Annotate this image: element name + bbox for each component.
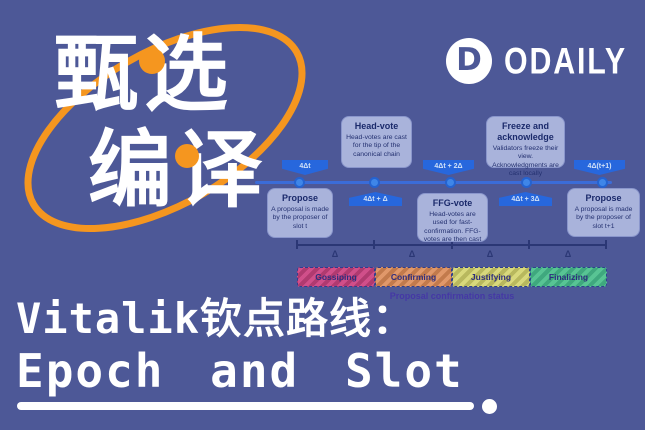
event-body: Head-votes are used for fast-confirmatio… [423,210,482,244]
timeline-node [597,177,608,188]
headline-line1: Vitalik钦点路线： [16,294,416,343]
badge-text-line1: 甄选 [54,25,235,123]
ruler-tick [451,240,453,249]
event-body: Validators freeze their view. Acknowledg… [492,144,559,178]
ruler-tick [296,240,298,249]
status-bar-gossiping: Gossiping [297,267,375,287]
badge-text-line2: 编译 [88,121,269,219]
odaily-wordmark: ODAILY [504,39,627,82]
headline-line2: Epoch and Slot [16,344,464,398]
event-box-freeze: Freeze and acknowledge Validators freeze… [486,116,565,177]
event-box-ffg-vote: FFG-vote Head-votes are used for fast-co… [417,193,488,244]
ruler-tick [528,240,530,249]
status-bar-label: Confirming [390,272,437,282]
interval-delta-label: Δ [331,249,339,259]
event-title: FFG-vote [432,198,473,208]
timeline-node [294,177,305,188]
time-label-head-vote: 4Δt + Δ [349,192,402,206]
status-bar-label: Gossiping [315,272,357,282]
status-bar-finalizing: Finalizing [530,267,607,287]
status-bar-label: Finalizing [548,272,589,282]
event-box-head-vote: Head-vote Head-votes are cast for the ti… [341,116,412,168]
time-label-freeze: 4Δt + 3Δ [499,192,552,206]
event-title: Propose [281,193,318,203]
interval-delta-label: Δ [408,249,416,259]
epoch-slot-diagram: 4Δt 4Δt + Δ 4Δt + 2Δ 4Δt + 3Δ 4Δ(t+1) Pr… [250,100,645,315]
event-body: A proposal is made by the proposer of sl… [271,205,329,230]
event-box-propose-2: Propose A proposal is made by the propos… [567,188,640,237]
time-label-propose-2: 4Δ(t+1) [574,160,625,175]
time-label-ffg-vote: 4Δt + 2Δ [423,160,474,175]
timeline-node [521,177,532,188]
odaily-logo-icon: D [446,38,492,84]
event-body: Head-votes are cast for the tip of the c… [346,133,407,158]
interval-delta-label: Δ [564,249,572,259]
event-title: Head-vote [354,121,399,131]
diagram-caption: Proposal confirmation status [389,291,515,301]
timeline-axis [255,181,612,184]
timeline-node [369,177,380,188]
status-bar-confirming: Confirming [375,267,452,287]
event-title: Freeze and acknowledge [497,121,554,142]
event-body: A proposal is made by the proposer of sl… [574,205,633,230]
ruler-tick [605,240,607,249]
headline-underline [17,402,474,410]
interval-delta-label: Δ [486,249,494,259]
ruler-tick [373,240,375,249]
status-bar-label: Justifying [470,272,512,282]
timeline-node [445,177,456,188]
odaily-logo-letter: D [456,41,482,78]
time-label-propose-1: 4Δt [282,160,328,175]
event-box-propose-1: Propose A proposal is made by the propos… [267,188,333,238]
status-bar-justifying: Justifying [452,267,530,287]
odaily-logo: D ODAILY [446,38,638,84]
event-title: Propose [585,193,622,203]
headline-end-dot [482,399,497,414]
